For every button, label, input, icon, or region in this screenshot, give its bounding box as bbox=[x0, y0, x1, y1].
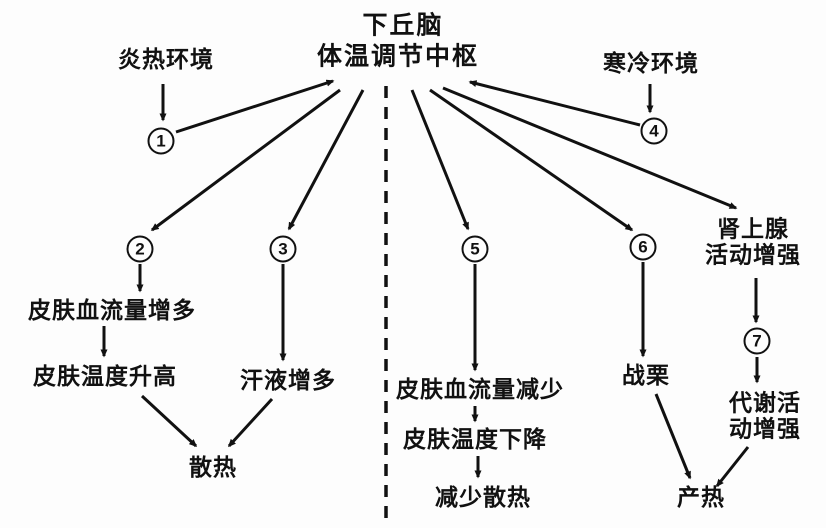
arrow-step4-to-center bbox=[468, 80, 641, 127]
arrow-sweat-to-dissipation bbox=[227, 397, 274, 448]
arrow-shivering-to-heatprod bbox=[654, 393, 692, 480]
node-skin-blood-decrease: 皮肤血流量减少 bbox=[396, 375, 564, 402]
metabolic-activity-line1: 代谢活 bbox=[729, 389, 801, 416]
adrenal-activity-line1: 肾上腺 bbox=[717, 215, 789, 242]
arrow-center-to-step6 bbox=[429, 88, 634, 232]
adrenal-activity-line2: 活动增强 bbox=[705, 242, 801, 268]
node-adrenal-activity: 肾上腺 活动增强 bbox=[705, 216, 801, 269]
arrow-center-to-step2 bbox=[150, 88, 341, 232]
step-7-number: 7 bbox=[752, 331, 762, 350]
node-skin-blood-increase: 皮肤血流量增多 bbox=[28, 296, 196, 323]
node-hypothalamus: 下丘脑 bbox=[362, 11, 444, 40]
node-reduce-heat-dissipation: 减少散热 bbox=[435, 483, 531, 510]
node-step-2-circle: 2 bbox=[126, 235, 154, 263]
arrow-step1-to-center bbox=[175, 79, 335, 134]
node-cold-environment: 寒冷环境 bbox=[603, 49, 699, 76]
node-step-4-circle: 4 bbox=[640, 117, 668, 145]
node-step-5-circle: 5 bbox=[461, 235, 489, 263]
arrow-temp-rise-to-dissipation bbox=[140, 394, 198, 448]
node-metabolic-activity: 代谢活 动增强 bbox=[729, 390, 801, 443]
node-hot-environment: 炎热环境 bbox=[118, 45, 214, 72]
node-heat-production: 产热 bbox=[677, 483, 725, 510]
metabolic-activity-line2: 动增强 bbox=[729, 416, 801, 442]
node-step-1-circle: 1 bbox=[147, 127, 175, 155]
step-6-number: 6 bbox=[638, 237, 648, 256]
step-5-number: 5 bbox=[470, 239, 480, 258]
node-heat-dissipation: 散热 bbox=[189, 453, 237, 480]
arrow-center-to-step5 bbox=[410, 89, 470, 231]
arrow-center-to-adrenal bbox=[442, 86, 738, 210]
node-step-6-circle: 6 bbox=[629, 233, 657, 261]
step-4-number: 4 bbox=[649, 121, 659, 140]
node-skin-temp-drop: 皮肤温度下降 bbox=[403, 425, 547, 452]
node-step-7-circle: 7 bbox=[743, 327, 771, 355]
step-3-number: 3 bbox=[278, 239, 288, 258]
arrow-center-to-step3 bbox=[287, 89, 365, 231]
node-regulation-center: 体温调节中枢 bbox=[316, 42, 480, 71]
step-2-number: 2 bbox=[135, 239, 145, 258]
arrow-metabolic-to-heatprod bbox=[715, 446, 750, 488]
step-1-number: 1 bbox=[156, 131, 166, 150]
node-skin-temp-rise: 皮肤温度升高 bbox=[33, 362, 177, 389]
node-shivering: 战栗 bbox=[622, 361, 670, 388]
node-sweat-increase: 汗液增多 bbox=[240, 366, 336, 393]
node-step-3-circle: 3 bbox=[269, 235, 297, 263]
